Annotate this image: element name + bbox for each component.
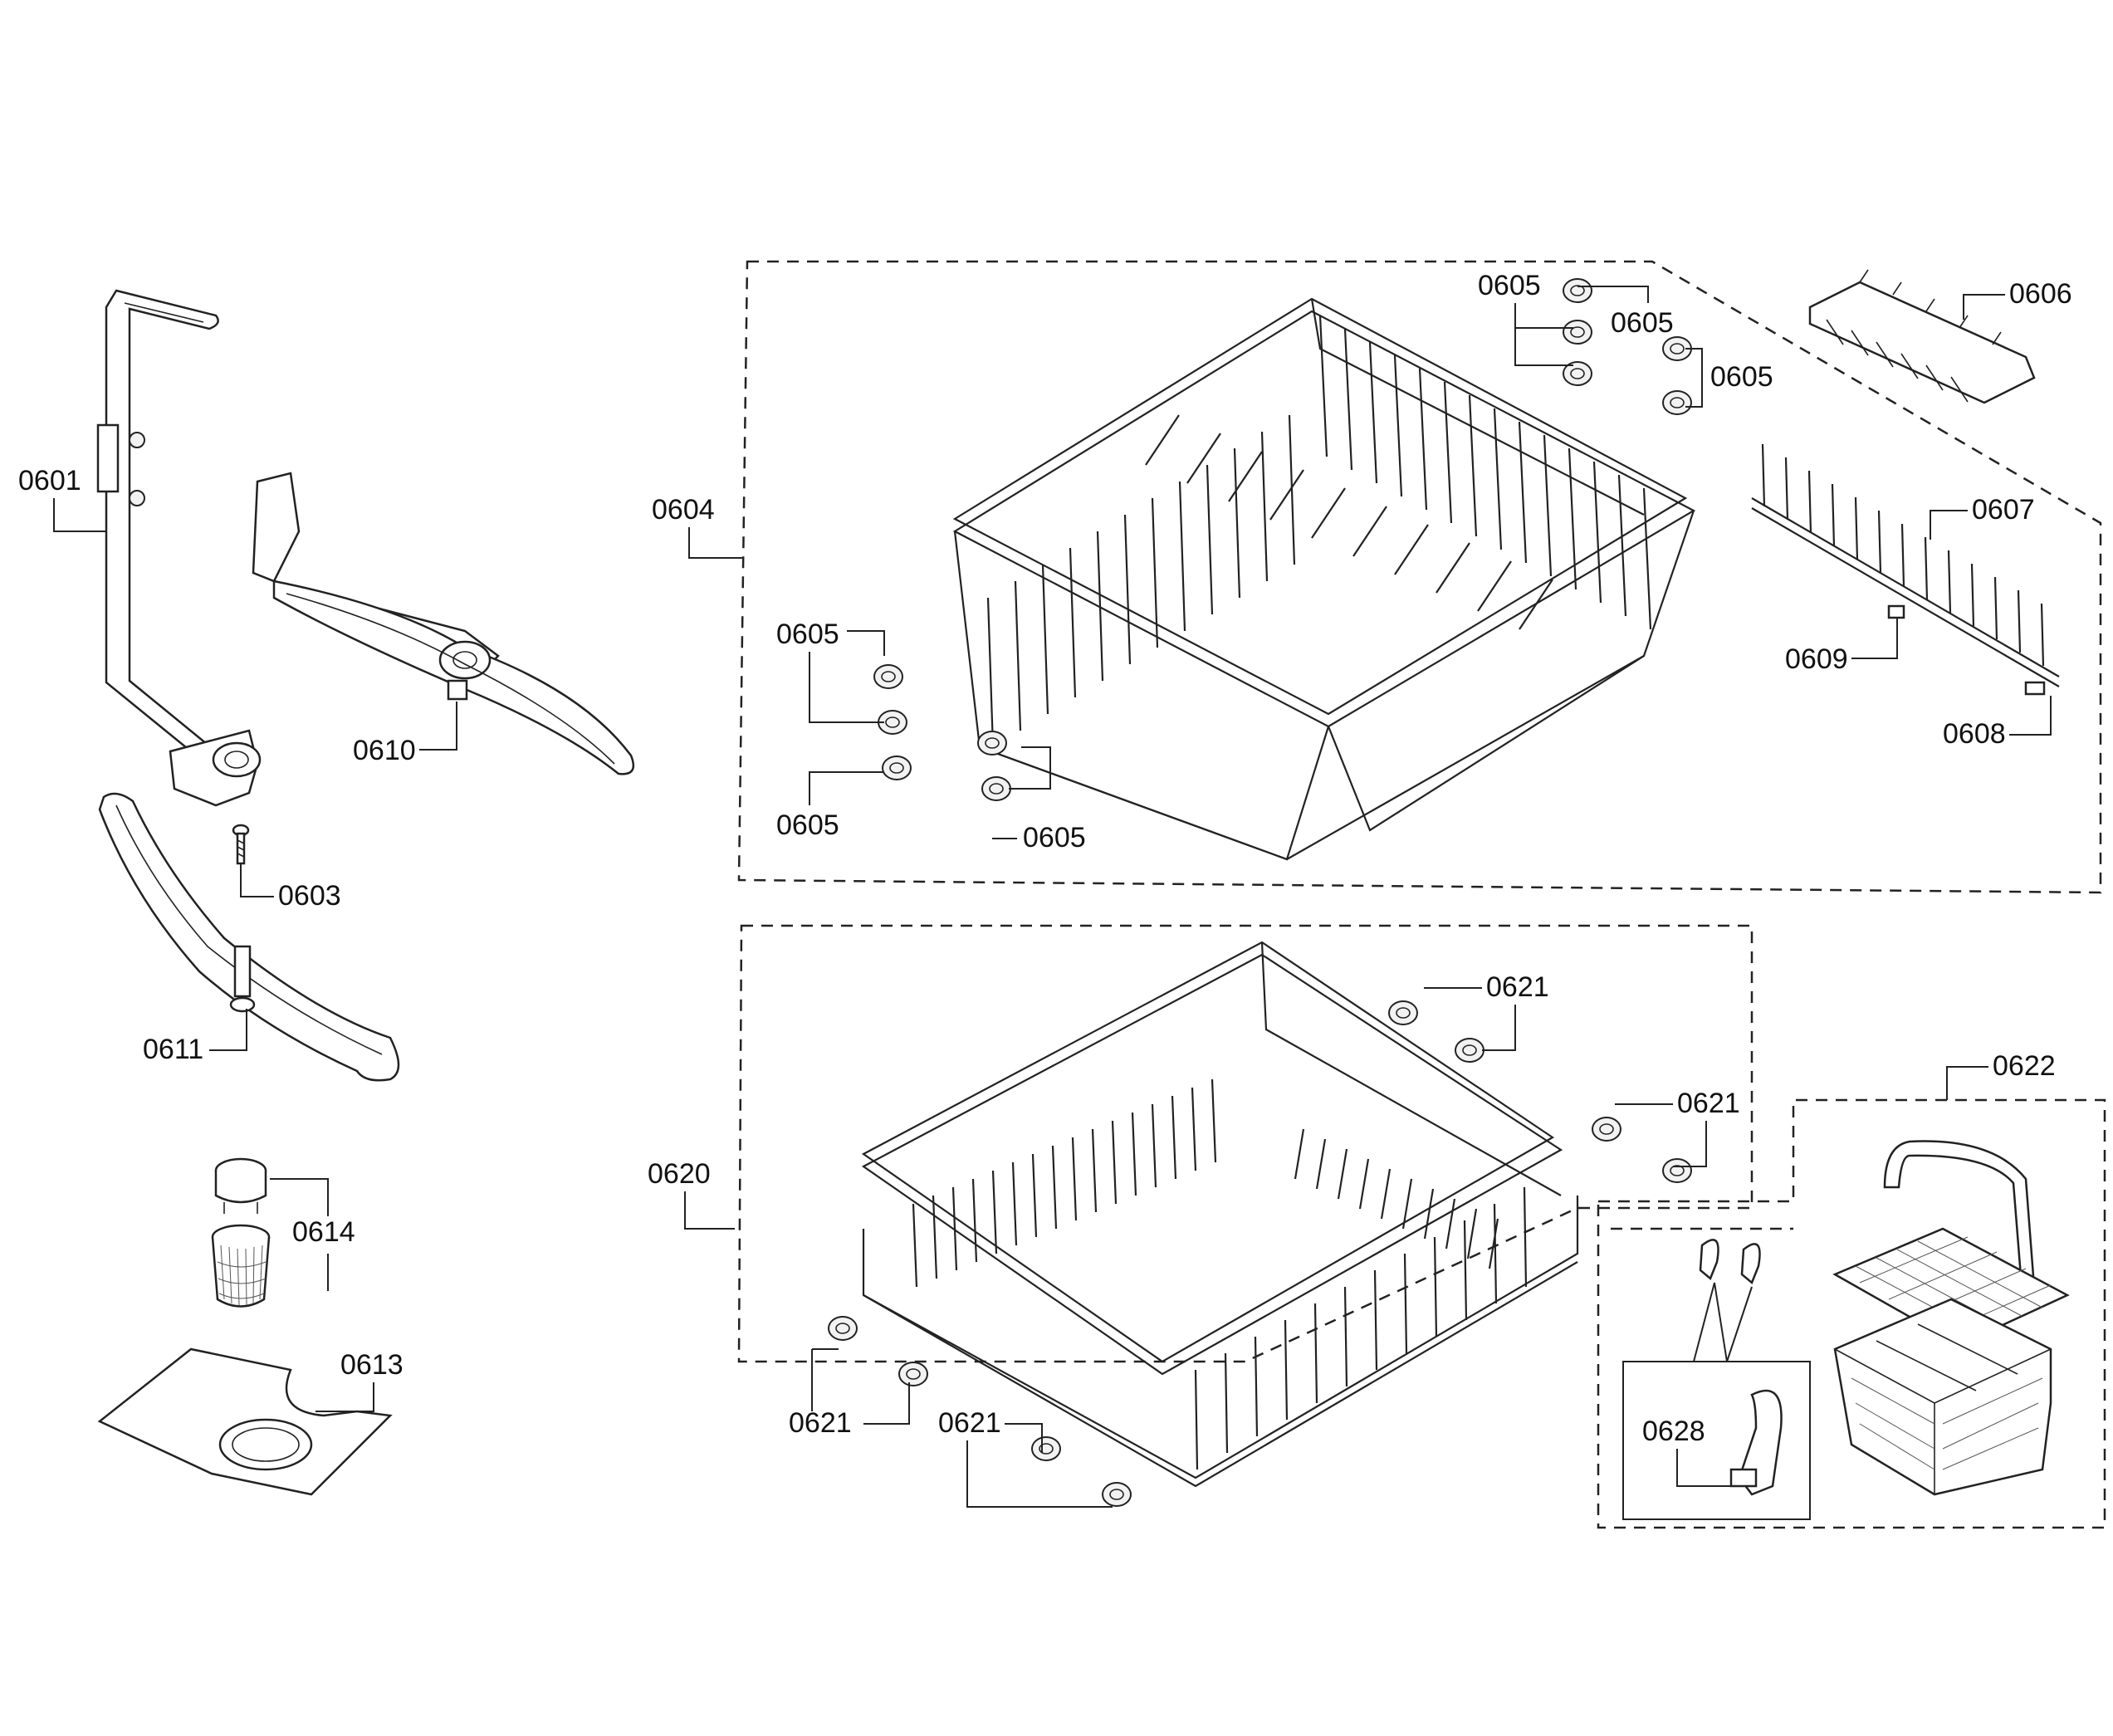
- callout-0621-top: 0621: [1486, 971, 1549, 1003]
- lower-spray-arm-part: [98, 792, 400, 1082]
- lower-rack-wheels: [828, 1000, 1692, 1507]
- callout-0605-left-top: 0605: [776, 619, 839, 650]
- callout-0601: 0601: [18, 465, 81, 496]
- basket-section: [1597, 1098, 2106, 1529]
- micro-filter-part: [211, 1157, 271, 1308]
- flat-filter-part: [97, 1347, 393, 1496]
- callout-0605-bottom: 0605: [1023, 822, 1086, 853]
- lower-wheel-0: [1388, 1000, 1418, 1025]
- screw-part: [232, 824, 250, 865]
- lower-wheel-4: [828, 1316, 858, 1341]
- upper-rack-section: [737, 260, 2102, 894]
- callout-0603: 0603: [278, 880, 341, 912]
- callout-0609: 0609: [1785, 643, 1848, 675]
- callout-0604: 0604: [652, 494, 715, 526]
- lower-wheel-2: [1592, 1117, 1621, 1142]
- callout-0620: 0620: [648, 1158, 711, 1190]
- tine-clip-part: [2024, 681, 2046, 696]
- upper-wheel-2: [1563, 361, 1592, 386]
- lower-wheel-5: [898, 1362, 928, 1386]
- lower-wheel-3: [1662, 1158, 1692, 1183]
- upper-wheel-7: [882, 756, 912, 780]
- callout-0606: 0606: [2009, 278, 2072, 310]
- callout-0605-top-left: 0605: [1478, 270, 1541, 301]
- upper-dish-rack-part: [952, 297, 1696, 861]
- upper-wheel-1: [1563, 320, 1592, 345]
- callout-0608: 0608: [1943, 718, 2006, 750]
- lower-dish-rack-part: [861, 941, 1579, 1488]
- tine-bushing-part: [1887, 604, 1905, 619]
- upper-spray-arm-part: [252, 472, 635, 775]
- callout-0610: 0610: [353, 735, 416, 766]
- lower-wheel-1: [1455, 1038, 1484, 1063]
- callout-0622: 0622: [1993, 1050, 2056, 1082]
- lower-wheel-7: [1102, 1482, 1132, 1507]
- basket-clip-parts: [1622, 1239, 1811, 1520]
- callout-0621-right: 0621: [1677, 1088, 1740, 1119]
- callout-0621-bottom: 0621: [938, 1407, 1001, 1439]
- lower-rack-section: [737, 924, 1753, 1507]
- silverware-basket-part: [1833, 1298, 2052, 1496]
- callout-0621-left: 0621: [789, 1407, 852, 1439]
- lower-wheel-6: [1031, 1436, 1061, 1461]
- upper-wheel-9: [981, 776, 1011, 801]
- upper-wheel-4: [1662, 390, 1692, 415]
- callout-0607: 0607: [1972, 494, 2035, 526]
- callout-0614: 0614: [292, 1216, 355, 1248]
- callout-0605-top-mid: 0605: [1611, 307, 1674, 339]
- upper-wheel-0: [1563, 278, 1592, 303]
- callout-0605-top-right: 0605: [1710, 361, 1773, 393]
- cup-shelf-part: [1808, 269, 2036, 404]
- upper-wheel-3: [1662, 336, 1692, 361]
- callouts: 0601 0610 0603 0611 0614 0613 0604 0605 …: [18, 270, 2072, 1508]
- callout-0613: 0613: [340, 1349, 404, 1381]
- callout-0628: 0628: [1642, 1416, 1705, 1447]
- supply-tube-part: [96, 289, 262, 807]
- fold-down-tines-part: [1751, 443, 2060, 687]
- upper-wheel-8: [977, 731, 1007, 756]
- upper-wheel-5: [873, 664, 903, 689]
- callout-0611: 0611: [143, 1034, 203, 1065]
- callout-0605-left-bottom: 0605: [776, 809, 839, 841]
- upper-rack-wheels: [873, 278, 1692, 801]
